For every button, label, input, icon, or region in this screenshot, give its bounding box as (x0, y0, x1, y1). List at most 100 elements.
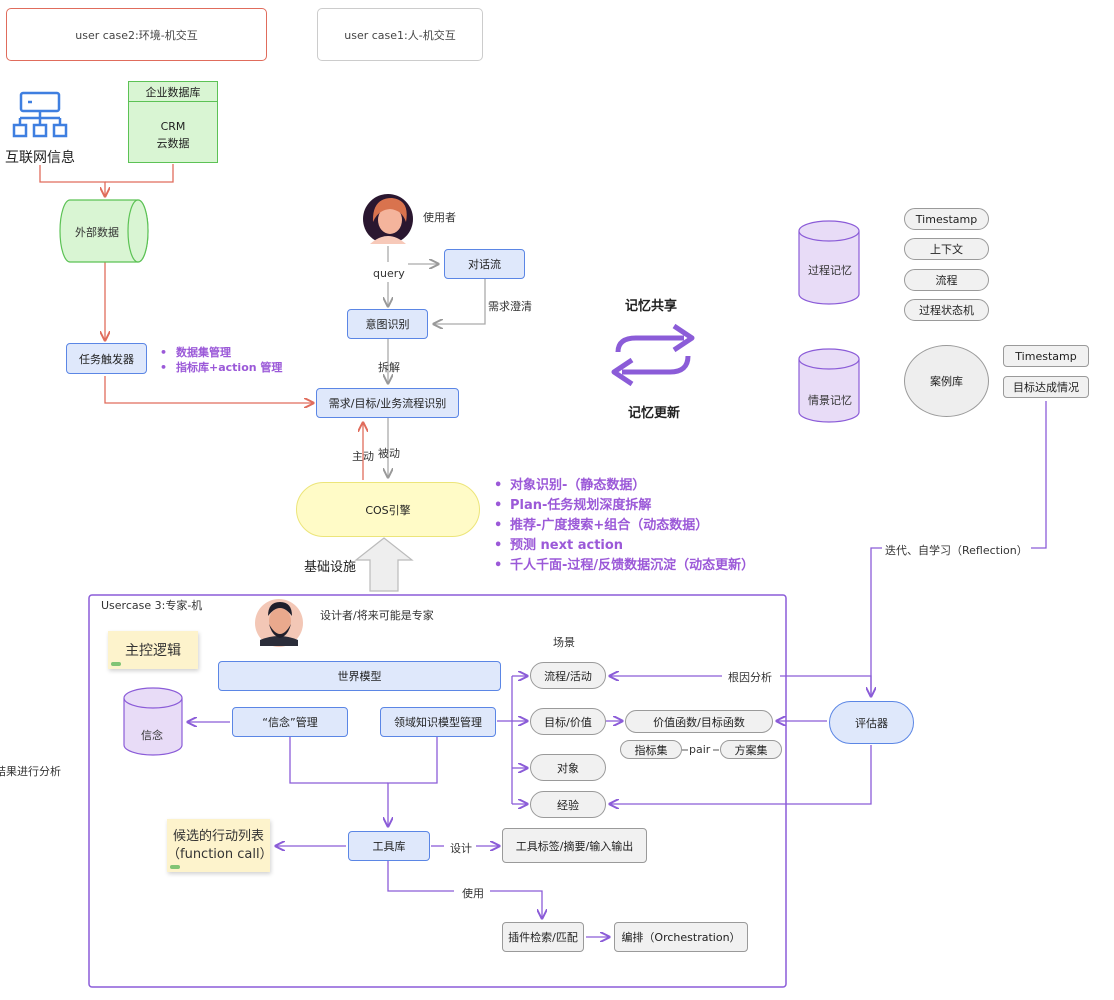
memory-update-arrow (622, 355, 691, 375)
tool-tags-label: 工具标签/摘要/输入输出 (515, 839, 634, 853)
process-item: Timestamp (904, 208, 989, 230)
passive-label: 被动 (378, 447, 400, 460)
candidate-line1: 候选的行动列表 (172, 828, 264, 844)
tool-tags-box: 工具标签/摘要/输入输出 (502, 828, 647, 863)
process-item-label: Timestamp (915, 212, 978, 226)
connector-clarify (434, 279, 486, 324)
case-item: 目标达成情况 (1003, 376, 1089, 398)
task-trigger-notes: 数据集管理 指标库+action 管理 (160, 345, 282, 375)
domain-knowledge-box: 领域知识模型管理 (380, 707, 496, 737)
enterprise-db-box: 企业数据库 CRM 云数据 (128, 81, 218, 163)
value-fn-box: 价值函数/目标函数 (625, 710, 773, 733)
usercase2-box: user case2:环境-机交互 (6, 8, 267, 61)
query-label: query (373, 267, 405, 280)
scene-label: 场景 (553, 636, 575, 649)
main-logic-label: 主控逻辑 (125, 643, 181, 659)
intent-label: 意图识别 (365, 318, 410, 331)
process-item: 上下文 (904, 238, 989, 260)
candidate-actions-note: 候选的行动列表 （function call） (167, 819, 273, 872)
orchestration-label: 编排（Orchestration） (621, 931, 741, 944)
connector-internet-external (39, 165, 105, 196)
user-avatar-icon (363, 194, 413, 244)
user-label: 使用者 (423, 211, 456, 224)
process-item-label: 流程 (935, 274, 958, 287)
usercase3-frame (88, 594, 787, 988)
memory-share-label: 记忆共享 (625, 299, 678, 314)
value-fn-label: 价值函数/目标函数 (653, 715, 745, 729)
scene-item-label: 对象 (557, 761, 579, 775)
belief-cylinder (123, 698, 183, 756)
usercase2-label: user case2:环境-机交互 (75, 28, 198, 42)
usercase1-box: user case1:人-机交互 (317, 8, 483, 61)
task-trigger-label: 任务触发器 (79, 352, 134, 366)
process-item: 过程状态机 (904, 299, 989, 321)
metric-set-box: 指标集 (620, 740, 682, 759)
scene-item-label: 流程/活动 (544, 669, 592, 683)
world-model-box: 世界模型 (218, 661, 501, 691)
candidate-line2: （function call） (167, 846, 273, 862)
scene-item: 流程/活动 (530, 662, 606, 689)
belief-mgmt-label: “信念”管理 (262, 716, 318, 729)
cos-engine-label: COS引擎 (365, 503, 411, 517)
left-cut-text: 结果进行分析 (0, 765, 61, 778)
engine-capabilities: 对象识别-（静态数据） Plan-任务规划深度拆解 推荐-广度搜索+组合（动态数… (494, 476, 754, 576)
plugin-label: 插件检索/匹配 (508, 931, 578, 944)
connector-enterprise-external (105, 164, 174, 183)
case-item-label: Timestamp (1015, 349, 1077, 363)
main-logic-note: 主控逻辑 (108, 631, 198, 669)
capability-item: 千人千面-过程/反馈数据沉淀（动态更新） (494, 556, 754, 576)
active-label: 主动 (352, 450, 374, 463)
episodic-memory-label: 情景记忆 (808, 394, 852, 407)
connector-toolbox-use (387, 861, 454, 892)
metric-set-label: 指标集 (634, 743, 668, 757)
process-item-label: 上下文 (930, 243, 963, 256)
dialogue-box: 对话流 (444, 249, 525, 279)
plan-set-box: 方案集 (720, 740, 782, 759)
episodic-memory-cylinder (798, 359, 860, 423)
memory-update-label: 记忆更新 (628, 406, 681, 421)
usercase1-label: user case1:人-机交互 (344, 28, 456, 42)
case-item: Timestamp (1003, 345, 1089, 367)
dialogue-label: 对话流 (468, 258, 501, 271)
plugin-box: 插件检索/匹配 (502, 922, 584, 952)
connector-evaluator-experience (610, 745, 872, 804)
belief-mgmt-box: “信念”管理 (232, 707, 348, 737)
note-tag-icon (111, 662, 121, 666)
connector-rootcause (780, 675, 872, 696)
reflection-label: 迭代、自学习（Reflection） (882, 542, 1031, 558)
case-lib-label: 案例库 (930, 375, 963, 388)
world-model-label: 世界模型 (337, 670, 382, 683)
external-data-label: 外部数据 (75, 226, 119, 239)
case-item-label: 目标达成情况 (1013, 381, 1079, 394)
designer-label: 设计者/将来可能是专家 (320, 609, 434, 622)
connector-belief-toolbox (289, 737, 388, 784)
process-memory-cylinder (798, 231, 860, 305)
connector-trigger-requirement (104, 376, 313, 403)
task-trigger-box: 任务触发器 (66, 343, 147, 374)
pair-label: pair (689, 743, 711, 756)
memory-share-arrow (615, 335, 684, 353)
usercase3-label: Usercase 3:专家-机 (101, 599, 203, 612)
intent-box: 意图识别 (347, 309, 428, 339)
infra-arrow (354, 537, 414, 592)
cos-engine: COS引擎 (296, 482, 480, 537)
enterprise-db-line1: CRM (160, 120, 186, 133)
use-label: 使用 (462, 887, 484, 900)
process-memory-label: 过程记忆 (808, 264, 852, 277)
process-item-label: 过程状态机 (919, 304, 974, 317)
clarify-label: 需求澄清 (488, 300, 532, 313)
requirement-box: 需求/目标/业务流程识别 (316, 388, 459, 418)
scene-item-label: 目标/价值 (544, 715, 592, 729)
enterprise-db-line2: 云数据 (156, 137, 190, 150)
orchestration-box: 编排（Orchestration） (614, 922, 748, 952)
domain-knowledge-label: 领域知识模型管理 (394, 716, 482, 729)
internet-label: 互联网信息 (5, 150, 75, 166)
enterprise-db-title: 企业数据库 (129, 82, 217, 102)
plan-set-label: 方案集 (734, 743, 768, 757)
capability-item: 对象识别-（静态数据） (494, 476, 754, 496)
note-tag-icon (170, 865, 180, 869)
designer-avatar-icon (255, 599, 303, 647)
network-icon (12, 91, 68, 138)
